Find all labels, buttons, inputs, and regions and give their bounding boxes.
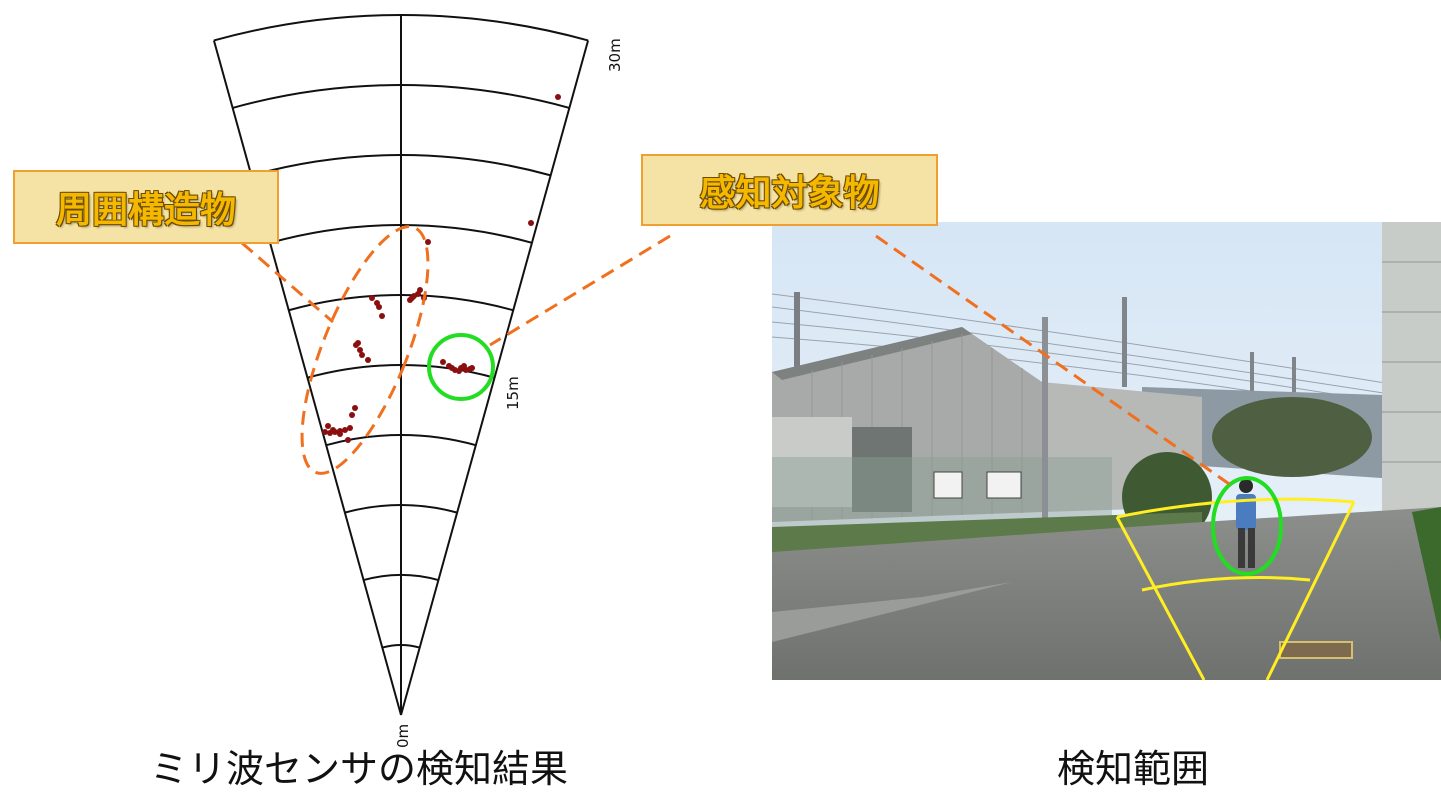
radar-detection-point: [467, 366, 473, 372]
utility-pole: [794, 292, 800, 412]
roadside-shrubs: [1412, 507, 1441, 642]
range-label-0m: 0m: [394, 724, 412, 748]
radar-detection-point: [342, 427, 348, 433]
radar-detection-point: [357, 347, 363, 353]
radar-detection-point: [456, 368, 462, 374]
radar-range-ring: [325, 434, 477, 447]
range-label-30m: 30m: [606, 38, 624, 72]
radar-detection-point: [355, 340, 361, 346]
radar-range-ring: [363, 574, 439, 582]
radar-detection-point: [415, 291, 421, 297]
utility-pole: [1292, 357, 1296, 417]
radar-range-ring: [307, 364, 495, 379]
radar-detection-point: [407, 297, 413, 303]
callout-detection-target: 感知対象物: [641, 154, 938, 226]
radar-detection-point: [379, 313, 385, 319]
callout-surrounding-structures: 周囲構造物: [13, 170, 279, 244]
radar-detection-point: [369, 295, 375, 301]
sign-board: [933, 471, 963, 499]
radar-detection-point: [325, 423, 331, 429]
target-circle-radar: [427, 333, 495, 401]
caption-radar-result: ミリ波センサの検知結果: [150, 747, 569, 791]
sign-board: [986, 471, 1022, 499]
radar-detection-point: [425, 239, 431, 245]
target-circle-scene: [1211, 476, 1283, 576]
radar-range-ring: [344, 504, 458, 514]
radar-detection-point: [337, 431, 343, 437]
radar-range-ring: [213, 14, 589, 42]
radar-range-ring: [251, 154, 551, 177]
pedestrian: [1236, 479, 1256, 568]
radar-detection-point: [349, 412, 355, 418]
right-building: [1382, 222, 1441, 512]
manhole-cover: [1279, 641, 1353, 659]
radar-detections: [322, 94, 561, 443]
radar-range-ring: [232, 84, 570, 109]
detection-range-fan: [1115, 497, 1356, 680]
radar-detection-point: [352, 405, 358, 411]
radar-detection-point: [555, 94, 561, 100]
sidewalk: [772, 582, 1012, 642]
grass-strip: [772, 512, 1202, 552]
radar-detection-point: [347, 425, 353, 431]
radar-left-edge: [212, 40, 402, 716]
structures-dashed-ellipse: [300, 225, 430, 475]
radar-detection-point: [440, 359, 446, 365]
caption-detection-range: 検知範囲: [1057, 747, 1210, 791]
fence-panel: [772, 417, 852, 507]
utility-pole: [1122, 297, 1127, 387]
radar-detection-point: [528, 220, 534, 226]
tree: [1212, 397, 1372, 477]
radar-detection-point: [330, 427, 336, 433]
radar-detection-point: [359, 352, 365, 358]
radar-detection-point: [461, 363, 467, 369]
road: [772, 507, 1441, 680]
utility-pole: [1250, 352, 1254, 412]
radar-detection-point: [449, 365, 455, 371]
radar-grid: [212, 14, 590, 716]
right-building-windows: [1382, 261, 1441, 463]
range-label-15m: 15m: [504, 376, 522, 410]
radar-range-ring: [382, 644, 420, 649]
scene-photo: [772, 222, 1441, 680]
radar-detection-point: [345, 437, 351, 443]
radar-detection-point: [376, 304, 382, 310]
radar-detection-point: [365, 357, 371, 363]
radar-detection-point: [322, 429, 328, 435]
